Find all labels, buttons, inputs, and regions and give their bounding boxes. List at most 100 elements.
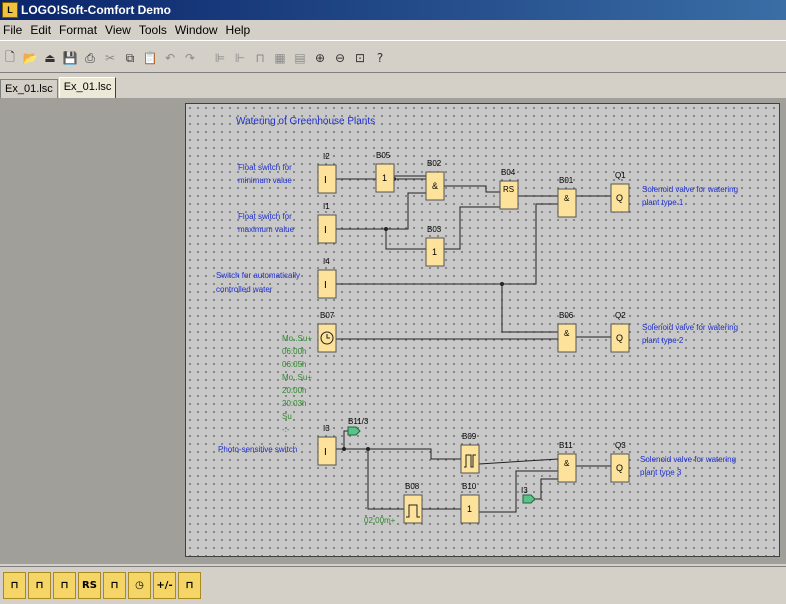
- timer-pulse-icon: [406, 504, 420, 518]
- help-cursor-icon[interactable]: ?: [376, 51, 384, 65]
- block-b04-symbol: RS: [503, 185, 514, 194]
- up-down-counter-button[interactable]: +/-: [153, 572, 176, 599]
- clock-icon: [320, 331, 334, 345]
- block-b03[interactable]: B03 1: [425, 225, 445, 267]
- file-tabs: Ex_01.lsc Ex_01.lsc: [0, 76, 117, 98]
- paste-icon[interactable]: 📋: [142, 51, 158, 65]
- block-q1[interactable]: Q1 Q: [610, 171, 630, 213]
- pulse-relay-icon[interactable]: ⊓: [103, 572, 126, 599]
- circuit-diagram: Watering of Greenhouse Plants Float swit…: [216, 116, 738, 525]
- block-q2[interactable]: Q2 Q: [610, 311, 630, 353]
- block-b11-name: B11: [559, 441, 573, 450]
- block-i3[interactable]: I3 I: [317, 424, 337, 466]
- block-i2-name: I2: [323, 152, 330, 161]
- block-q1-symbol: Q: [616, 193, 623, 203]
- label-q2-1: Solenoid valve for watering: [642, 323, 738, 332]
- fit-window-icon[interactable]: ⊡: [354, 51, 366, 65]
- label-float-min-2: minimum value: [238, 176, 292, 185]
- block-b06-name: B06: [559, 311, 574, 320]
- on-off-delay-icon[interactable]: ⊓: [53, 572, 76, 599]
- b07-param-5: 20:03h: [282, 399, 306, 408]
- window-title: LOGO!Soft-Comfort Demo: [21, 3, 171, 17]
- block-b02-symbol: &: [432, 181, 438, 191]
- cut-icon[interactable]: ✂: [104, 51, 116, 65]
- menu-edit[interactable]: Edit: [30, 23, 52, 37]
- zoom-in-icon[interactable]: ⊕: [314, 51, 326, 65]
- block-b03-symbol: 1: [432, 247, 437, 257]
- label-q3-2: plant type 3: [640, 468, 682, 477]
- block-i1[interactable]: I1 I: [317, 202, 337, 244]
- block-b10-name: B10: [462, 482, 477, 491]
- menu-tools[interactable]: Tools: [138, 23, 167, 37]
- label-q2-2: plant type 2: [642, 336, 684, 345]
- tab-ex01-a[interactable]: Ex_01.lsc: [0, 79, 58, 98]
- block-b02[interactable]: B02 &: [425, 159, 445, 201]
- block-b01[interactable]: B01 &: [557, 176, 577, 218]
- block-b04-name: B04: [501, 168, 516, 177]
- align-left-icon[interactable]: ⊫: [214, 51, 226, 65]
- align-right-icon[interactable]: ⊩: [234, 51, 246, 65]
- copy-icon[interactable]: ⧉: [125, 50, 135, 65]
- block-q3-name: Q3: [615, 441, 626, 450]
- label-q1-2: plant type 1: [642, 198, 684, 207]
- diagram-title: Watering of Greenhouse Plants: [236, 116, 375, 127]
- pulse-icon: [464, 454, 476, 468]
- b08-param: 02:00m+: [364, 516, 396, 525]
- block-b11[interactable]: B11 &: [557, 441, 577, 483]
- menu-format[interactable]: Format: [59, 23, 98, 37]
- connector-i3[interactable]: I3: [521, 486, 536, 504]
- label-q1-1: Solenoid valve for watering: [642, 185, 738, 194]
- block-b07[interactable]: B07: [317, 311, 337, 353]
- b07-param-1: 06:00h: [282, 347, 306, 356]
- block-b10[interactable]: B10 1: [460, 482, 480, 524]
- clock-timer-icon[interactable]: ◷: [128, 572, 151, 599]
- align-bottom-icon[interactable]: ▤: [294, 51, 306, 65]
- menu-window[interactable]: Window: [174, 23, 218, 37]
- open-file-icon[interactable]: 📂: [22, 51, 38, 65]
- tab-ex01-b[interactable]: Ex_01.lsc: [58, 77, 117, 98]
- menu-view[interactable]: View: [105, 23, 131, 37]
- on-delay-icon[interactable]: ⊓: [3, 572, 26, 599]
- block-b05-symbol: 1: [382, 173, 387, 183]
- junctions: [342, 177, 504, 451]
- block-i1-symbol: I: [324, 225, 327, 236]
- block-b05[interactable]: B05 1: [375, 151, 395, 193]
- connector-i3-label: I3: [521, 486, 528, 495]
- block-b09[interactable]: B09: [460, 432, 480, 474]
- menu-file[interactable]: File: [3, 23, 23, 37]
- rs-relay-button[interactable]: RS: [78, 572, 101, 599]
- block-i2[interactable]: I2 I: [317, 152, 337, 194]
- block-i3-name: I3: [323, 424, 330, 433]
- block-b01-name: B01: [559, 176, 574, 185]
- align-grid-icon[interactable]: ▦: [274, 51, 286, 65]
- connector-b11-3-label: B11/3: [348, 417, 369, 426]
- block-i4-symbol: I: [324, 280, 327, 291]
- b07-param-0: Mo..Su+: [282, 334, 312, 343]
- block-q3[interactable]: Q3 Q: [610, 441, 630, 483]
- pulse-generator-icon[interactable]: ⊓: [178, 572, 201, 599]
- connector-b11-3[interactable]: B11/3: [347, 417, 369, 436]
- print-icon[interactable]: ⎙: [85, 50, 95, 65]
- align-top-icon[interactable]: ⊓: [255, 51, 265, 65]
- redo-icon[interactable]: ↷: [184, 51, 196, 65]
- menu-help[interactable]: Help: [225, 23, 251, 37]
- save-icon[interactable]: 💾: [62, 51, 78, 65]
- toolbar-separator: [202, 50, 208, 66]
- block-b04[interactable]: B04 RS: [499, 168, 519, 210]
- block-q2-name: Q2: [615, 311, 626, 320]
- close-file-icon[interactable]: ⏏: [44, 51, 56, 65]
- label-photo-switch: Photo-sensitive switch: [218, 445, 297, 454]
- block-b01-symbol: &: [564, 194, 570, 203]
- zoom-out-icon[interactable]: ⊖: [334, 51, 346, 65]
- new-file-icon[interactable]: 🗋: [5, 49, 15, 64]
- undo-icon[interactable]: ↶: [164, 51, 176, 65]
- b07-param-3: Mo..Su+: [282, 373, 312, 382]
- block-i3-symbol: I: [324, 447, 327, 458]
- diagram-canvas[interactable]: Watering of Greenhouse Plants Float swit…: [185, 103, 780, 557]
- block-i1-name: I1: [323, 202, 330, 211]
- block-i4[interactable]: I4 I: [317, 257, 337, 299]
- block-b08[interactable]: B08: [403, 482, 423, 524]
- app-icon: L: [2, 2, 18, 18]
- block-b06[interactable]: B06 &: [557, 311, 577, 353]
- off-delay-icon[interactable]: ⊓: [28, 572, 51, 599]
